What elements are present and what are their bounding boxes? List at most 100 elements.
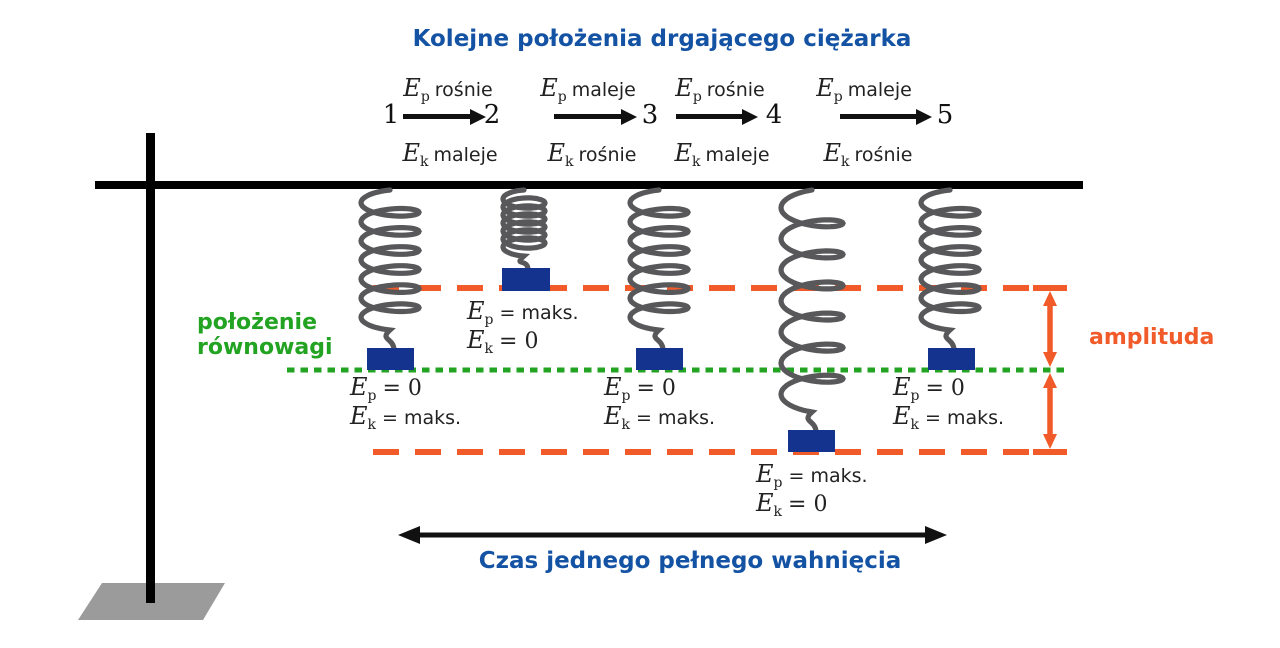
energy-state-1: Ep = 0 Ek = maks. xyxy=(350,373,462,433)
ek-subscript: k xyxy=(565,153,574,170)
position-number-2: 2 xyxy=(483,100,501,130)
ek-symbol: E xyxy=(674,139,692,167)
sequence-arrow-3 xyxy=(676,108,758,125)
transition-word: maleje xyxy=(847,79,912,101)
transition-word: maleje xyxy=(705,144,770,166)
spring-4 xyxy=(778,187,846,435)
position-number-4: 4 xyxy=(765,100,783,130)
energy-state-3: Ep = 0 Ek= maks. xyxy=(604,373,715,433)
ep-symbol: E xyxy=(467,297,485,325)
energy-state-4-line-2: Ek= 0 xyxy=(756,489,868,520)
ep-symbol: E xyxy=(540,74,558,102)
energy-value: = maks. xyxy=(925,407,1005,429)
ek-subscript: k xyxy=(621,416,631,433)
energy-value: = 0 xyxy=(499,329,539,354)
ep-symbol: E xyxy=(350,373,368,401)
ep-symbol: E xyxy=(403,74,421,102)
ep-symbol: E xyxy=(816,74,834,102)
ep-subscript: p xyxy=(621,387,631,404)
spring-2 xyxy=(500,187,548,273)
ek-symbol: E xyxy=(402,139,420,167)
amplitude-indicator xyxy=(1033,285,1067,455)
equilibrium-label-line-1: położenie xyxy=(197,310,317,335)
position-number-1: 1 xyxy=(382,100,400,130)
spring-3 xyxy=(627,187,691,353)
ek-symbol: E xyxy=(756,489,774,517)
transition-word: rośnie xyxy=(578,144,637,166)
ep-subscript: p xyxy=(910,387,920,404)
ep-subscript: p xyxy=(557,88,567,105)
transition-word: rośnie xyxy=(706,79,765,101)
ep-subscript: p xyxy=(484,311,494,328)
ek-subscript: k xyxy=(841,153,850,170)
ep-symbol: E xyxy=(604,373,622,401)
weight-4 xyxy=(788,430,835,452)
energy-state-5: Ep = 0 Ek = maks. xyxy=(893,373,1005,433)
energy-state-2-line-2: Ek= 0 xyxy=(467,326,579,357)
energy-state-5-line-2: Ek = maks. xyxy=(893,402,1005,433)
transition-word: rośnie xyxy=(854,144,913,166)
weight-2 xyxy=(502,268,550,291)
ek-subscript: k xyxy=(419,153,429,170)
equilibrium-label: położenie równowagi xyxy=(197,310,333,360)
ep-subscript: p xyxy=(833,88,843,105)
energy-value: = 0 xyxy=(636,376,676,401)
ek-symbol: E xyxy=(350,402,368,430)
ep-subscript: p xyxy=(367,387,377,404)
ek-symbol: E xyxy=(547,139,566,167)
ek-subscript: k xyxy=(367,416,377,433)
period-label: Czas jednego pełnego wahnięcia xyxy=(478,548,902,574)
transition-word: maleje xyxy=(571,79,636,101)
energy-state-3-line-2: Ek= maks. xyxy=(604,402,715,433)
diagram-title: Kolejne położenia drgającego ciężarka xyxy=(412,26,912,52)
ep-subscript: p xyxy=(773,474,783,491)
energy-state-4-line-1: Ep= maks. xyxy=(756,460,868,491)
energy-value: = 0 xyxy=(925,376,965,401)
weight-3 xyxy=(636,348,683,370)
ek-symbol: E xyxy=(823,139,842,167)
energy-value: = maks. xyxy=(382,407,462,429)
ek-subscript: k xyxy=(691,153,701,170)
ep-subscript: p xyxy=(420,88,430,105)
energy-value: = maks. xyxy=(499,302,579,324)
position-number-5: 5 xyxy=(936,100,954,130)
spring-1 xyxy=(358,187,422,353)
weight-5 xyxy=(928,348,975,370)
energy-state-3-line-1: Ep = 0 xyxy=(604,373,715,404)
stand-bar xyxy=(95,181,1083,189)
energy-state-2-line-1: Ep = maks. xyxy=(467,297,579,328)
energy-state-4: Ep = maks. Ek= 0 xyxy=(756,460,868,520)
energy-state-1-line-2: Ek = maks. xyxy=(350,402,462,433)
energy-state-1-line-1: Ep = 0 xyxy=(350,373,461,404)
energy-value: = maks. xyxy=(788,465,868,487)
amplitude-arrowhead-up-1 xyxy=(1043,291,1057,306)
ek-symbol: E xyxy=(893,402,911,430)
ek-subscript: k xyxy=(910,416,920,433)
transition-word: rośnie xyxy=(434,79,493,101)
energy-value: = 0 xyxy=(788,492,828,517)
ep-subscript: p xyxy=(692,88,702,105)
period-arrow xyxy=(398,526,947,544)
sequence-arrow-4 xyxy=(840,108,932,125)
sequence-arrow-2 xyxy=(554,108,637,125)
spring-5 xyxy=(918,187,982,353)
amplitude-label: amplituda xyxy=(1089,325,1215,350)
amplitude-arrowhead-down-1 xyxy=(1043,352,1057,367)
weight-1 xyxy=(367,348,414,370)
energy-value: = 0 xyxy=(382,376,422,401)
ep-symbol: E xyxy=(675,74,693,102)
stand-pole xyxy=(146,133,155,603)
transition-word: maleje xyxy=(433,144,498,166)
ek-subscript: k xyxy=(484,340,494,357)
period-arrowhead-right xyxy=(925,526,947,544)
position-number-3: 3 xyxy=(641,100,659,130)
energy-state-5-line-1: Ep= 0 xyxy=(893,373,1004,404)
ek-symbol: E xyxy=(604,402,622,430)
